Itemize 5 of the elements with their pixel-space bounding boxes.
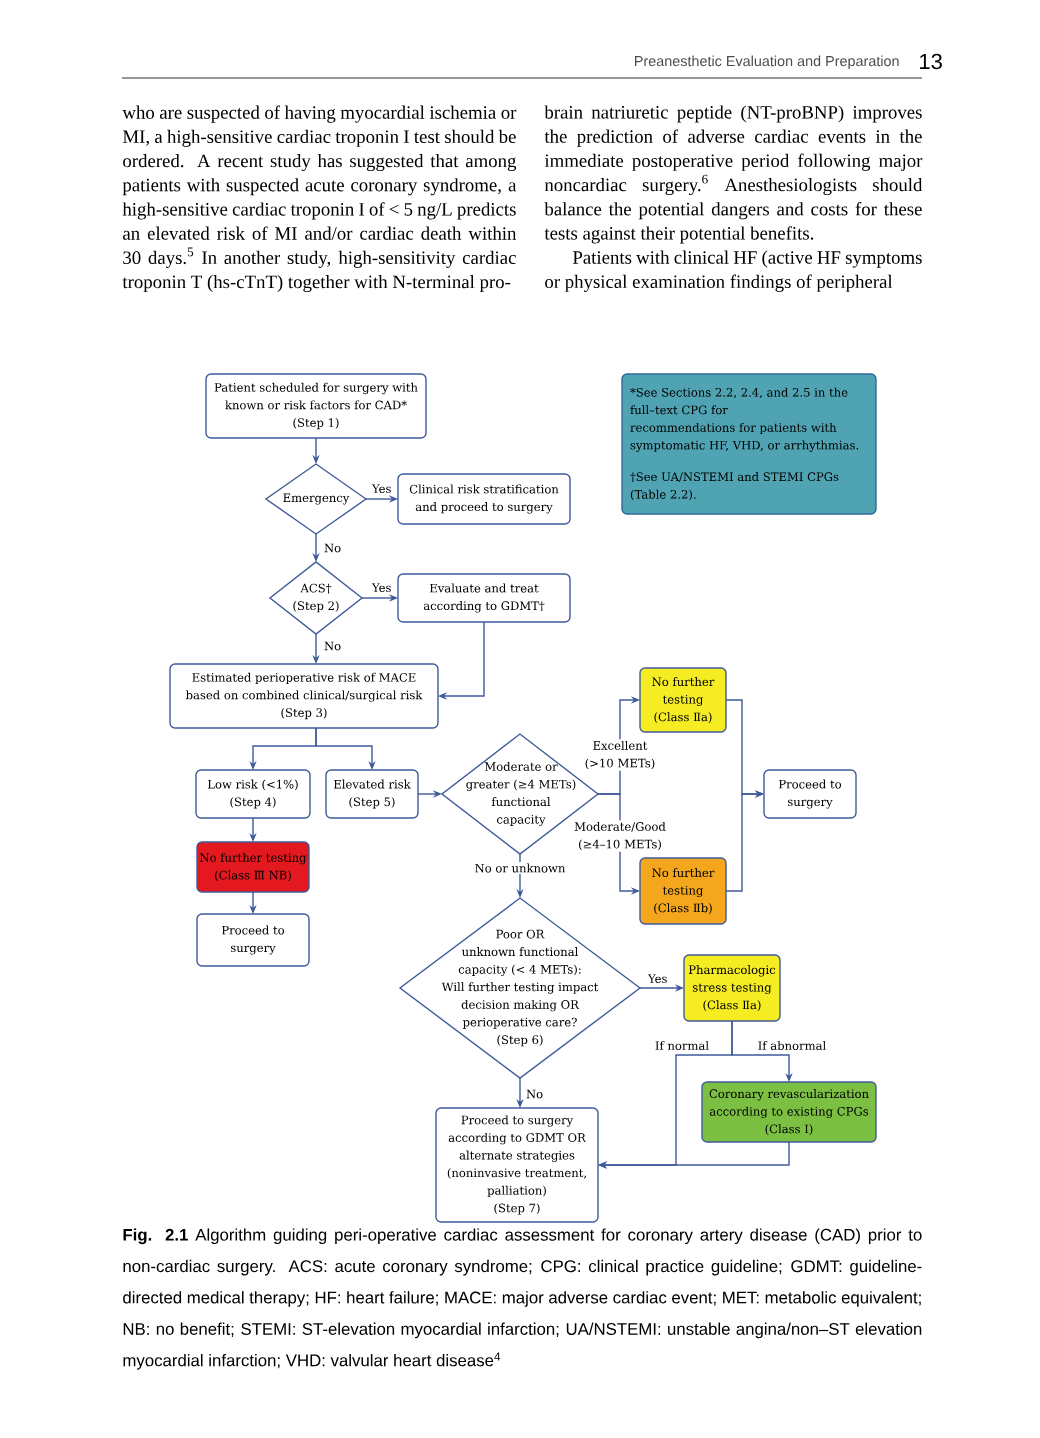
- body-text: who are suspected of having myocardial ischemia or MI, a high-sensitive cardiac troponin I test should be ordered. A recent study has suggested that among patients with suspected acute coronary syndrome, a high-sensitive cardiac troponin I of < 5 ng/L predicts an elevated risk of MI and/or cardiac death within 30 days.$^{5}$ In another study, high-sensitivity cardiac troponin T (hs-cTnT) together with N-terminal pro-: [122, 105, 517, 293]
- page-number: 13: [920, 53, 942, 70]
- figure-caption: Fig. 2.1 Algorithm guiding peri-operative cardiac assessment for coronary artery disease (CAD) prior to non-cardiac surgery. ACS: acute coronary syndrome; CPG: clinical practice guideline; GDMT: guideline-directed medical therapy; HF: heart failure; MACE: major adverse cardiac event; MET: metabolic equivalent; NB: no benefit; STEMI: ST-elevation myocardial infarction; UA/NSTEMI: unstable angina/non–ST elevation myocardial infarction; VHD: valvular heart disease$^{4}$: [123, 1228, 922, 1370]
- body-text: Patients with clinical HF (active HF symptoms or physical examination findings of peripheral: [545, 250, 922, 292]
- body-text: brain natriuretic peptide (NT-proBNP) improves the prediction of adverse cardiac events in the immediate postoperative period following major noncardiac surgery.$^{6}$ Anesthesiologists should balance the potential dangers and costs for these tests against their potential benefits.: [544, 105, 923, 244]
